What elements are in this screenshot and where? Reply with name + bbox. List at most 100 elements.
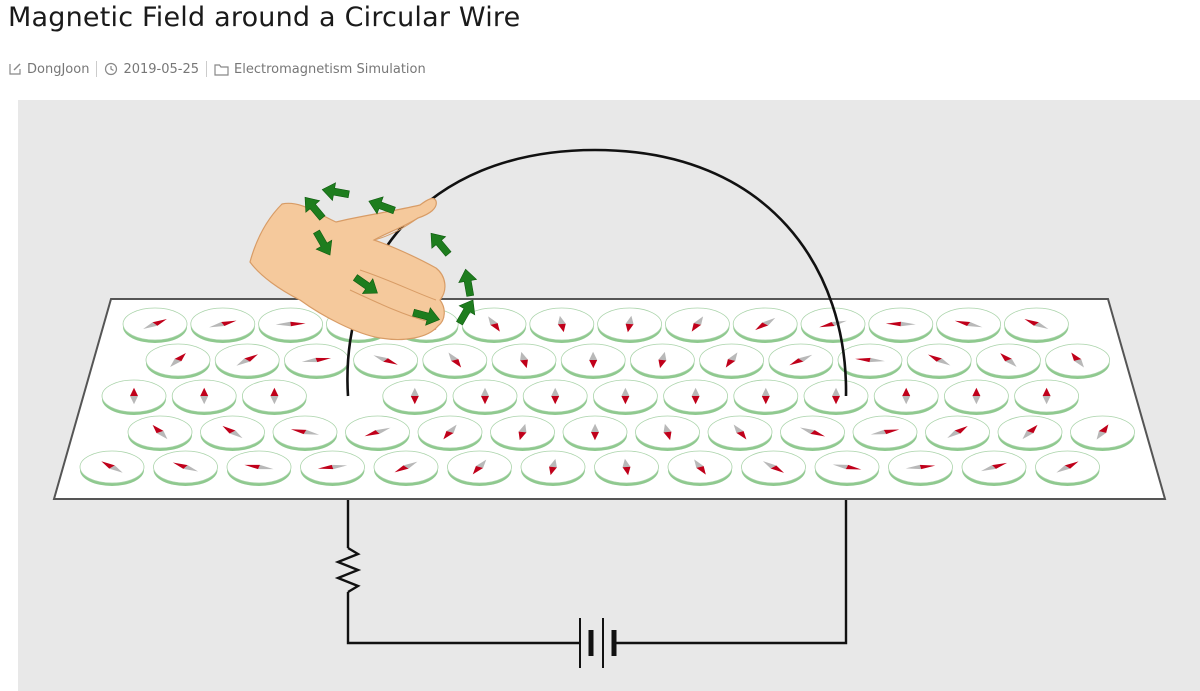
- needle-north: [383, 358, 398, 365]
- battery: [579, 618, 617, 668]
- needle-north: [845, 464, 862, 470]
- needle-south: [761, 387, 770, 396]
- needle-south: [257, 464, 274, 470]
- field-arrow: [321, 182, 350, 202]
- compass[interactable]: [490, 415, 555, 452]
- compass[interactable]: [1045, 343, 1110, 380]
- compass[interactable]: [741, 450, 806, 487]
- compass[interactable]: [663, 379, 728, 416]
- compass[interactable]: [976, 343, 1041, 380]
- needle-north: [549, 466, 557, 476]
- compass[interactable]: [562, 415, 628, 452]
- needle-north: [222, 425, 236, 434]
- compass[interactable]: [452, 379, 518, 416]
- needle-south: [301, 357, 318, 363]
- needle-south: [518, 423, 527, 433]
- compass[interactable]: [272, 415, 338, 452]
- needle-north: [725, 359, 736, 368]
- compass[interactable]: [214, 343, 280, 380]
- compass[interactable]: [190, 307, 256, 344]
- compass[interactable]: [1014, 379, 1079, 416]
- compass[interactable]: [925, 415, 990, 452]
- compass[interactable]: [593, 379, 658, 416]
- compass[interactable]: [1004, 307, 1069, 344]
- compass[interactable]: [353, 343, 419, 380]
- compass[interactable]: [373, 450, 439, 487]
- compass[interactable]: [422, 343, 488, 380]
- compass[interactable]: [226, 450, 292, 487]
- compass[interactable]: [852, 415, 918, 452]
- compass[interactable]: [630, 343, 695, 380]
- compass[interactable]: [520, 450, 586, 487]
- compass[interactable]: [733, 379, 799, 416]
- compass[interactable]: [868, 307, 934, 344]
- compass[interactable]: [145, 343, 211, 380]
- compass[interactable]: [461, 307, 527, 344]
- needle-north: [394, 465, 409, 473]
- compass[interactable]: [200, 415, 265, 452]
- field-arrow: [352, 274, 378, 294]
- compass[interactable]: [491, 343, 557, 380]
- compass[interactable]: [417, 415, 483, 452]
- compass[interactable]: [707, 415, 773, 452]
- compass[interactable]: [101, 379, 167, 416]
- compass[interactable]: [837, 343, 903, 380]
- needle-north: [755, 322, 769, 331]
- needle-north: [954, 320, 971, 327]
- compass[interactable]: [906, 343, 972, 380]
- circuit: [334, 500, 848, 668]
- compass[interactable]: [345, 415, 410, 452]
- compass[interactable]: [171, 379, 237, 416]
- compass[interactable]: [127, 415, 193, 452]
- needle-north: [244, 464, 261, 470]
- needle-north: [885, 321, 901, 327]
- needle-south: [1056, 465, 1071, 473]
- needle-north: [101, 461, 115, 469]
- compass[interactable]: [529, 307, 595, 344]
- compass[interactable]: [961, 450, 1027, 487]
- needle-north: [221, 320, 237, 327]
- needle-north: [518, 431, 527, 441]
- compass[interactable]: [382, 379, 448, 416]
- compass[interactable]: [258, 307, 324, 344]
- needle-south: [694, 459, 704, 468]
- compass[interactable]: [300, 450, 365, 487]
- compass[interactable]: [447, 450, 512, 487]
- compass[interactable]: [1070, 415, 1135, 452]
- post-category[interactable]: Electromagnetism Simulation: [234, 61, 426, 77]
- needle-south: [799, 427, 815, 434]
- compass[interactable]: [944, 379, 1009, 416]
- compass[interactable]: [560, 343, 626, 380]
- compass[interactable]: [732, 307, 798, 344]
- compass[interactable]: [780, 415, 845, 452]
- compass[interactable]: [79, 450, 145, 487]
- simulation-panel[interactable]: [18, 100, 1200, 691]
- compass[interactable]: [997, 415, 1063, 452]
- compass[interactable]: [936, 307, 1001, 344]
- compass[interactable]: [283, 343, 349, 380]
- compass[interactable]: [1035, 450, 1100, 487]
- compass[interactable]: [594, 450, 659, 487]
- clock-icon: [105, 62, 118, 76]
- compass[interactable]: [814, 450, 880, 487]
- compass[interactable]: [597, 307, 662, 344]
- simulation-canvas[interactable]: [18, 100, 1200, 691]
- needle-south: [229, 430, 243, 439]
- compass[interactable]: [667, 450, 733, 487]
- author-name[interactable]: DongJoon: [27, 61, 90, 77]
- compass[interactable]: [800, 307, 866, 344]
- compass[interactable]: [522, 379, 588, 416]
- compass[interactable]: [873, 379, 939, 416]
- compass[interactable]: [888, 450, 953, 487]
- compass[interactable]: [768, 343, 834, 380]
- compass[interactable]: [122, 307, 188, 344]
- post-meta: DongJoon 2019-05-25 Electromagnetism Sim…: [8, 60, 426, 78]
- compass[interactable]: [241, 379, 307, 416]
- compass[interactable]: [665, 307, 730, 344]
- compass[interactable]: [699, 343, 764, 380]
- needle-south: [869, 357, 885, 363]
- compass[interactable]: [153, 450, 218, 487]
- field-arrow: [458, 268, 478, 297]
- compass[interactable]: [635, 415, 700, 452]
- compass[interactable]: [803, 379, 869, 416]
